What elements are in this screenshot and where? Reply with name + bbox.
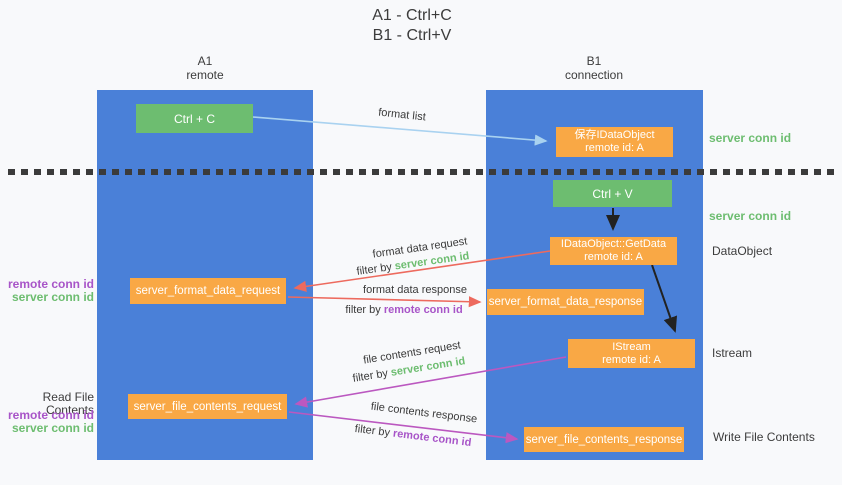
label-remote-conn-id-1: remote conn id <box>7 277 94 291</box>
node-istream-line2: remote id: A <box>602 353 661 366</box>
node-ctrl-v: Ctrl + V <box>553 180 672 207</box>
filter-by-text: filter by <box>355 260 396 278</box>
node-server-file-contents-response: server_file_contents_response <box>524 427 684 452</box>
filter-remote-conn-id-text: remote conn id <box>383 304 463 316</box>
node-format-response-label: server_format_data_response <box>488 296 643 308</box>
node-ctrl-c: Ctrl + C <box>136 104 253 133</box>
filter-by-text: filter by <box>351 366 392 385</box>
node-server-file-contents-request: server_file_contents_request <box>128 394 287 419</box>
node-save-idataobject-line2: remote id: A <box>585 142 644 154</box>
node-file-request-label: server_file_contents_request <box>133 400 282 413</box>
edge-label-format-data-response: format data response <box>363 284 467 296</box>
label-read-file-contents: Read File Contents <box>42 390 94 417</box>
node-ctrl-c-label: Ctrl + C <box>173 111 215 126</box>
node-istream: IStream remote id: A <box>568 339 695 368</box>
node-getdata-line1: IDataObject::GetData <box>560 238 667 250</box>
edge-label-file-contents-response: file contents response <box>370 400 478 426</box>
label-dataobject: DataObject <box>712 244 773 258</box>
lane-header-left: A1 remote <box>150 54 260 82</box>
lane-right-role: connection <box>564 68 624 82</box>
diagram-title: A1 - Ctrl+C B1 - Ctrl+V <box>312 6 512 46</box>
label-write-file-contents: Write File Contents <box>713 430 815 444</box>
node-format-request-label: server_format_data_request <box>135 285 281 297</box>
node-save-idataobject: 保存IDataObject remote id: A <box>556 127 673 157</box>
filter-remote-conn-id-text: remote conn id <box>392 427 472 450</box>
edge-label-filter-remote-1: filter by remote conn id <box>329 304 479 316</box>
lane-left-role: remote <box>186 68 224 82</box>
label-server-conn-id-2: server conn id <box>11 421 94 435</box>
node-server-format-data-request: server_format_data_request <box>130 278 286 304</box>
node-ctrl-v-label: Ctrl + V <box>592 186 633 201</box>
node-istream-line1: IStream <box>612 340 651 353</box>
edge-label-format-list: format list <box>377 106 427 124</box>
node-file-response-label: server_file_contents_response <box>525 433 683 446</box>
label-server-conn-id-mid: server conn id <box>709 209 792 223</box>
arrow-format-data-response <box>287 296 482 308</box>
node-getdata: IDataObject::GetData remote id: A <box>550 237 677 265</box>
lane-left-name: A1 <box>197 54 213 68</box>
label-server-conn-id-top: server conn id <box>709 131 792 145</box>
label-remote-conn-id-2: remote conn id <box>7 408 94 422</box>
filter-by-text: filter by <box>354 422 394 440</box>
filter-by-text: filter by <box>345 304 384 316</box>
node-getdata-line2: remote id: A <box>584 251 643 263</box>
lane-header-right: B1 connection <box>539 54 649 82</box>
title-line-1: A1 - Ctrl+C <box>372 7 452 24</box>
label-istream: Istream <box>712 346 753 360</box>
edge-label-filter-remote-2: filter by remote conn id <box>338 421 488 451</box>
lane-right-name: B1 <box>586 54 602 68</box>
title-line-2: B1 - Ctrl+V <box>372 27 452 44</box>
node-save-idataobject-line1: 保存IDataObject <box>574 129 655 141</box>
label-server-conn-id-1: server conn id <box>11 290 94 304</box>
node-server-format-data-response: server_format_data_response <box>487 289 644 315</box>
dotted-divider <box>8 169 836 175</box>
